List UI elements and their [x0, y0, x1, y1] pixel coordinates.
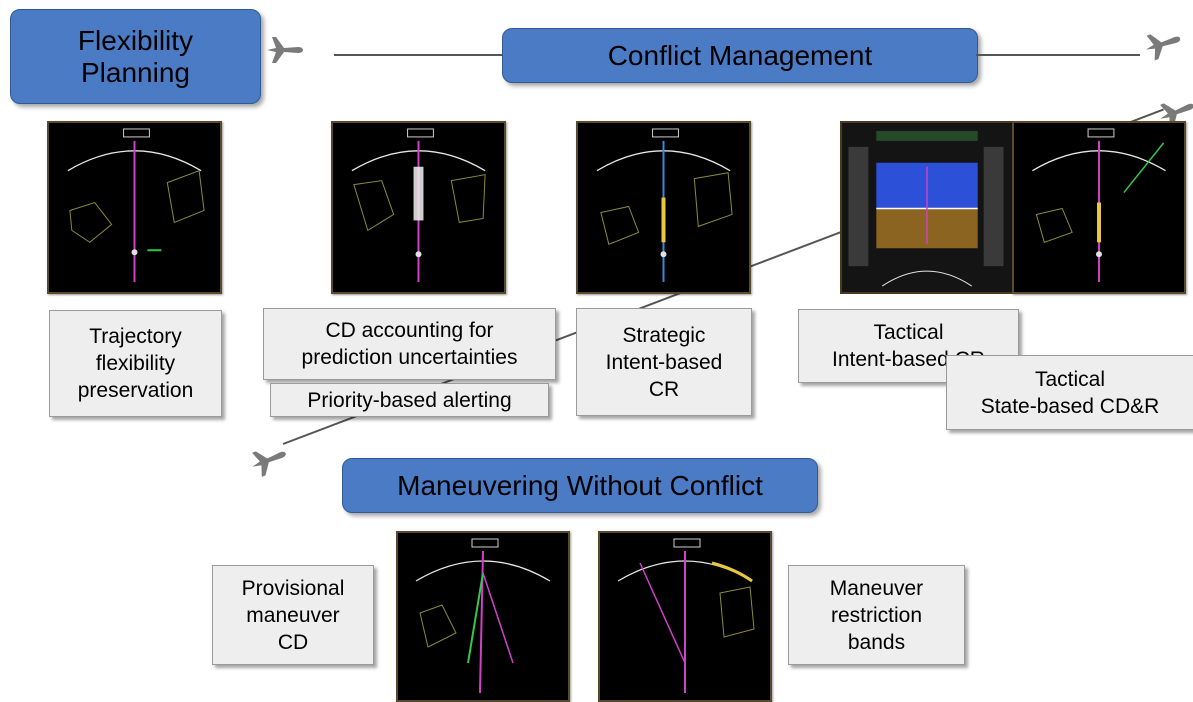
caption-strategic-intent-based-cr: Strategic Intent-based CR: [576, 308, 752, 416]
caption-trajectory-flexibility-preservation: Trajectory flexibility preservation: [49, 310, 222, 417]
airplane-icon: [1139, 23, 1187, 66]
caption-cd-prediction-uncertainties: CD accounting for prediction uncertainti…: [263, 308, 556, 380]
phase-conflict-management: Conflict Management: [502, 28, 978, 83]
airplane-icon: [265, 34, 305, 66]
navigation-display-icon: [396, 531, 570, 702]
caption-priority-based-alerting: Priority-based alerting: [270, 383, 549, 417]
navigation-display-icon: [576, 121, 751, 294]
navigation-display-icon: [47, 121, 222, 294]
primary-flight-display-icon: [840, 121, 1014, 294]
top-connector-right: [976, 54, 1140, 56]
navigation-display-icon: [331, 121, 506, 294]
navigation-display-icon: [598, 531, 772, 702]
phase-maneuvering-without-conflict: Maneuvering Without Conflict: [342, 458, 818, 513]
caption-provisional-maneuver-cd: Provisional maneuver CD: [212, 565, 374, 665]
airplane-icon: [244, 438, 293, 483]
top-connector-left: [334, 54, 502, 56]
airplane-icon: [1152, 90, 1193, 135]
caption-maneuver-restriction-bands: Maneuver restriction bands: [788, 565, 965, 665]
phase-flexibility-planning: Flexibility Planning: [10, 9, 261, 104]
navigation-display-icon: [1012, 121, 1186, 294]
caption-tactical-state-based-cdr: Tactical State-based CD&R: [946, 355, 1193, 430]
